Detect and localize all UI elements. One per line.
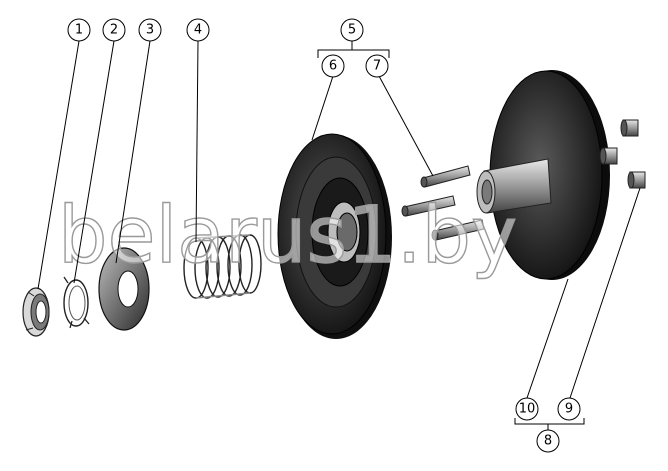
- callout-7: 7: [365, 54, 389, 78]
- callout-1: 1: [67, 18, 91, 42]
- callout-9: 9: [557, 397, 581, 421]
- studs-part: [401, 165, 485, 241]
- callout-6: 6: [321, 54, 345, 78]
- leader-lines: [37, 40, 641, 431]
- disc-plate-part: [277, 133, 392, 339]
- callout-1-label: 1: [75, 23, 83, 38]
- hub-disc-part: [476, 70, 610, 280]
- callout-4-label: 4: [194, 23, 202, 38]
- callout-2-label: 2: [110, 23, 118, 38]
- callout-8: 8: [536, 429, 560, 453]
- thrust-washer-part: [98, 247, 150, 331]
- bushings-part: [599, 119, 646, 189]
- stud-middle: [401, 195, 456, 217]
- callout-2: 2: [102, 18, 126, 42]
- callout-6-label: 6: [329, 59, 337, 74]
- stud-lower: [431, 219, 485, 241]
- callout-8-label: 8: [544, 434, 552, 449]
- coil-spring-part: [183, 234, 262, 299]
- stud-upper: [420, 165, 471, 188]
- callout-7-label: 7: [373, 59, 381, 74]
- tab-washer-part: [63, 276, 90, 329]
- callout-5-label: 5: [348, 23, 356, 38]
- watermark-text: belarus1.by: [58, 191, 517, 281]
- slotted-nut-part: [22, 287, 50, 337]
- callout-10: 10: [515, 397, 539, 421]
- callout-4: 4: [186, 18, 210, 42]
- callout-9-label: 9: [565, 402, 573, 417]
- callout-3: 3: [138, 18, 162, 42]
- callout-5: 5: [340, 18, 364, 42]
- callout-3-label: 3: [146, 23, 154, 38]
- bushing-middle: [599, 147, 618, 165]
- bushing-top: [620, 119, 639, 137]
- callout-10-label: 10: [519, 402, 536, 417]
- bushing-bottom: [627, 171, 646, 189]
